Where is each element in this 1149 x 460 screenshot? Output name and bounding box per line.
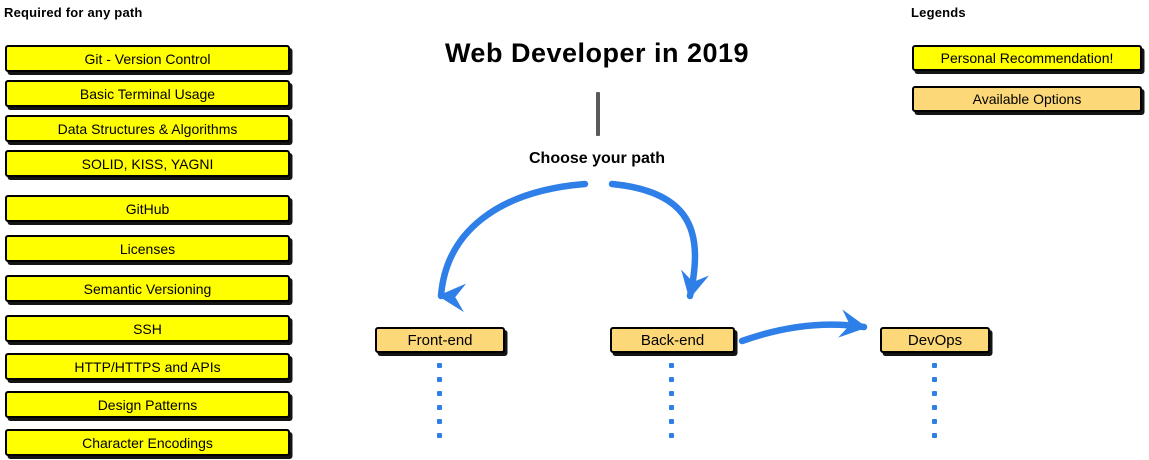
required-item-label: Basic Terminal Usage: [79, 85, 216, 102]
arrow-choose-to-frontend: [437, 180, 589, 313]
path-node-devops[interactable]: DevOps: [880, 327, 990, 353]
path-node-front-end[interactable]: Front-end: [375, 327, 505, 353]
choose-path-label: Choose your path: [528, 150, 665, 167]
page-title: Web Developer in 2019: [444, 38, 750, 68]
required-item-label: Design Patterns: [97, 396, 198, 413]
path-node-back-end[interactable]: Back-end: [610, 327, 735, 353]
required-item-label: Semantic Versioning: [83, 280, 212, 297]
required-item-git-version-control[interactable]: Git - Version Control: [5, 45, 290, 72]
arrow-choose-to-backend: [608, 180, 710, 300]
required-item-label: SOLID, KISS, YAGNI: [81, 155, 214, 172]
legend-item-available-options: Available Options: [912, 86, 1142, 112]
trail-dot: [437, 377, 442, 382]
trail-dot: [437, 391, 442, 396]
required-item-licenses[interactable]: Licenses: [5, 235, 290, 262]
required-item-character-encodings[interactable]: Character Encodings: [5, 429, 290, 456]
dotted-trail-devops: [932, 363, 937, 438]
trail-dot: [669, 391, 674, 396]
legend-item-personal-recommendation: Personal Recommendation!: [912, 45, 1142, 71]
trail-dot: [437, 405, 442, 410]
dotted-trail-back-end: [669, 363, 674, 438]
trail-dot: [932, 377, 937, 382]
required-item-design-patterns[interactable]: Design Patterns: [5, 391, 290, 418]
trail-dot: [932, 419, 937, 424]
trail-dot: [437, 363, 442, 368]
required-item-ssh[interactable]: SSH: [5, 315, 290, 342]
trail-dot: [932, 405, 937, 410]
trail-dot: [932, 363, 937, 368]
required-item-semantic-versioning[interactable]: Semantic Versioning: [5, 275, 290, 302]
required-item-label: HTTP/HTTPS and APIs: [74, 358, 221, 375]
title-stem-line: [596, 92, 600, 136]
trail-dot: [437, 419, 442, 424]
required-item-label: Data Structures & Algorithms: [57, 120, 238, 137]
path-node-label: Front-end: [407, 331, 473, 349]
path-node-label: DevOps: [907, 331, 963, 349]
trail-dot: [669, 433, 674, 438]
required-item-label: Character Encodings: [82, 434, 213, 451]
legend-item-label: Personal Recommendation!: [940, 50, 1114, 66]
required-item-label: Git - Version Control: [84, 50, 211, 67]
trail-dot: [669, 377, 674, 382]
trail-dot: [669, 363, 674, 368]
required-item-label: SSH: [133, 320, 162, 337]
trail-dot: [437, 433, 442, 438]
path-node-label: Back-end: [640, 331, 705, 349]
required-item-label: GitHub: [125, 200, 170, 217]
required-item-data-structures-algorithms[interactable]: Data Structures & Algorithms: [5, 115, 290, 142]
required-item-solid-kiss-yagni[interactable]: SOLID, KISS, YAGNI: [5, 150, 290, 177]
legend-item-label: Available Options: [972, 91, 1082, 107]
arrow-backend-to-devops: [738, 309, 868, 345]
legends-section-header: Legends: [911, 5, 966, 20]
required-item-basic-terminal-usage[interactable]: Basic Terminal Usage: [5, 80, 290, 107]
dotted-trail-front-end: [437, 363, 442, 438]
trail-dot: [669, 419, 674, 424]
trail-dot: [932, 391, 937, 396]
trail-dot: [669, 405, 674, 410]
required-item-http-https-and-apis[interactable]: HTTP/HTTPS and APIs: [5, 353, 290, 380]
required-section-header: Required for any path: [4, 5, 143, 20]
trail-dot: [932, 433, 937, 438]
required-item-label: Licenses: [119, 240, 176, 257]
required-item-github[interactable]: GitHub: [5, 195, 290, 222]
